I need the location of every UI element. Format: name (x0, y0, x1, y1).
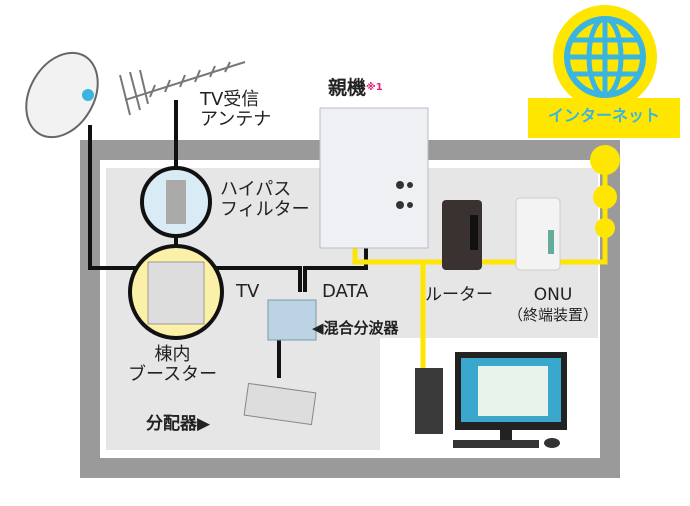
antenna-label: TV受信アンテナ (200, 89, 272, 130)
pc-icon (415, 352, 567, 448)
onu-label: ONU（終端装置） (508, 285, 599, 324)
satellite-dish-icon (25, 51, 99, 139)
router-label: ルーター (425, 285, 493, 305)
mixer-device (267, 299, 317, 341)
parent-unit-device (319, 107, 429, 249)
data-label: DATA (322, 281, 369, 302)
tv-label: TV (236, 281, 260, 302)
splitter-label: 分配器▶ (146, 414, 211, 434)
high-pass-label: ハイパスフィルター (220, 179, 310, 220)
yagi-antenna-icon (119, 61, 246, 116)
internet-label: インターネット (547, 106, 660, 125)
parent-unit-label: 親機※1 (328, 77, 383, 99)
splitter-device (243, 382, 317, 426)
booster-label: 棟内ブースター (128, 344, 218, 385)
mixer-label: ◀混合分波器 (312, 319, 399, 337)
